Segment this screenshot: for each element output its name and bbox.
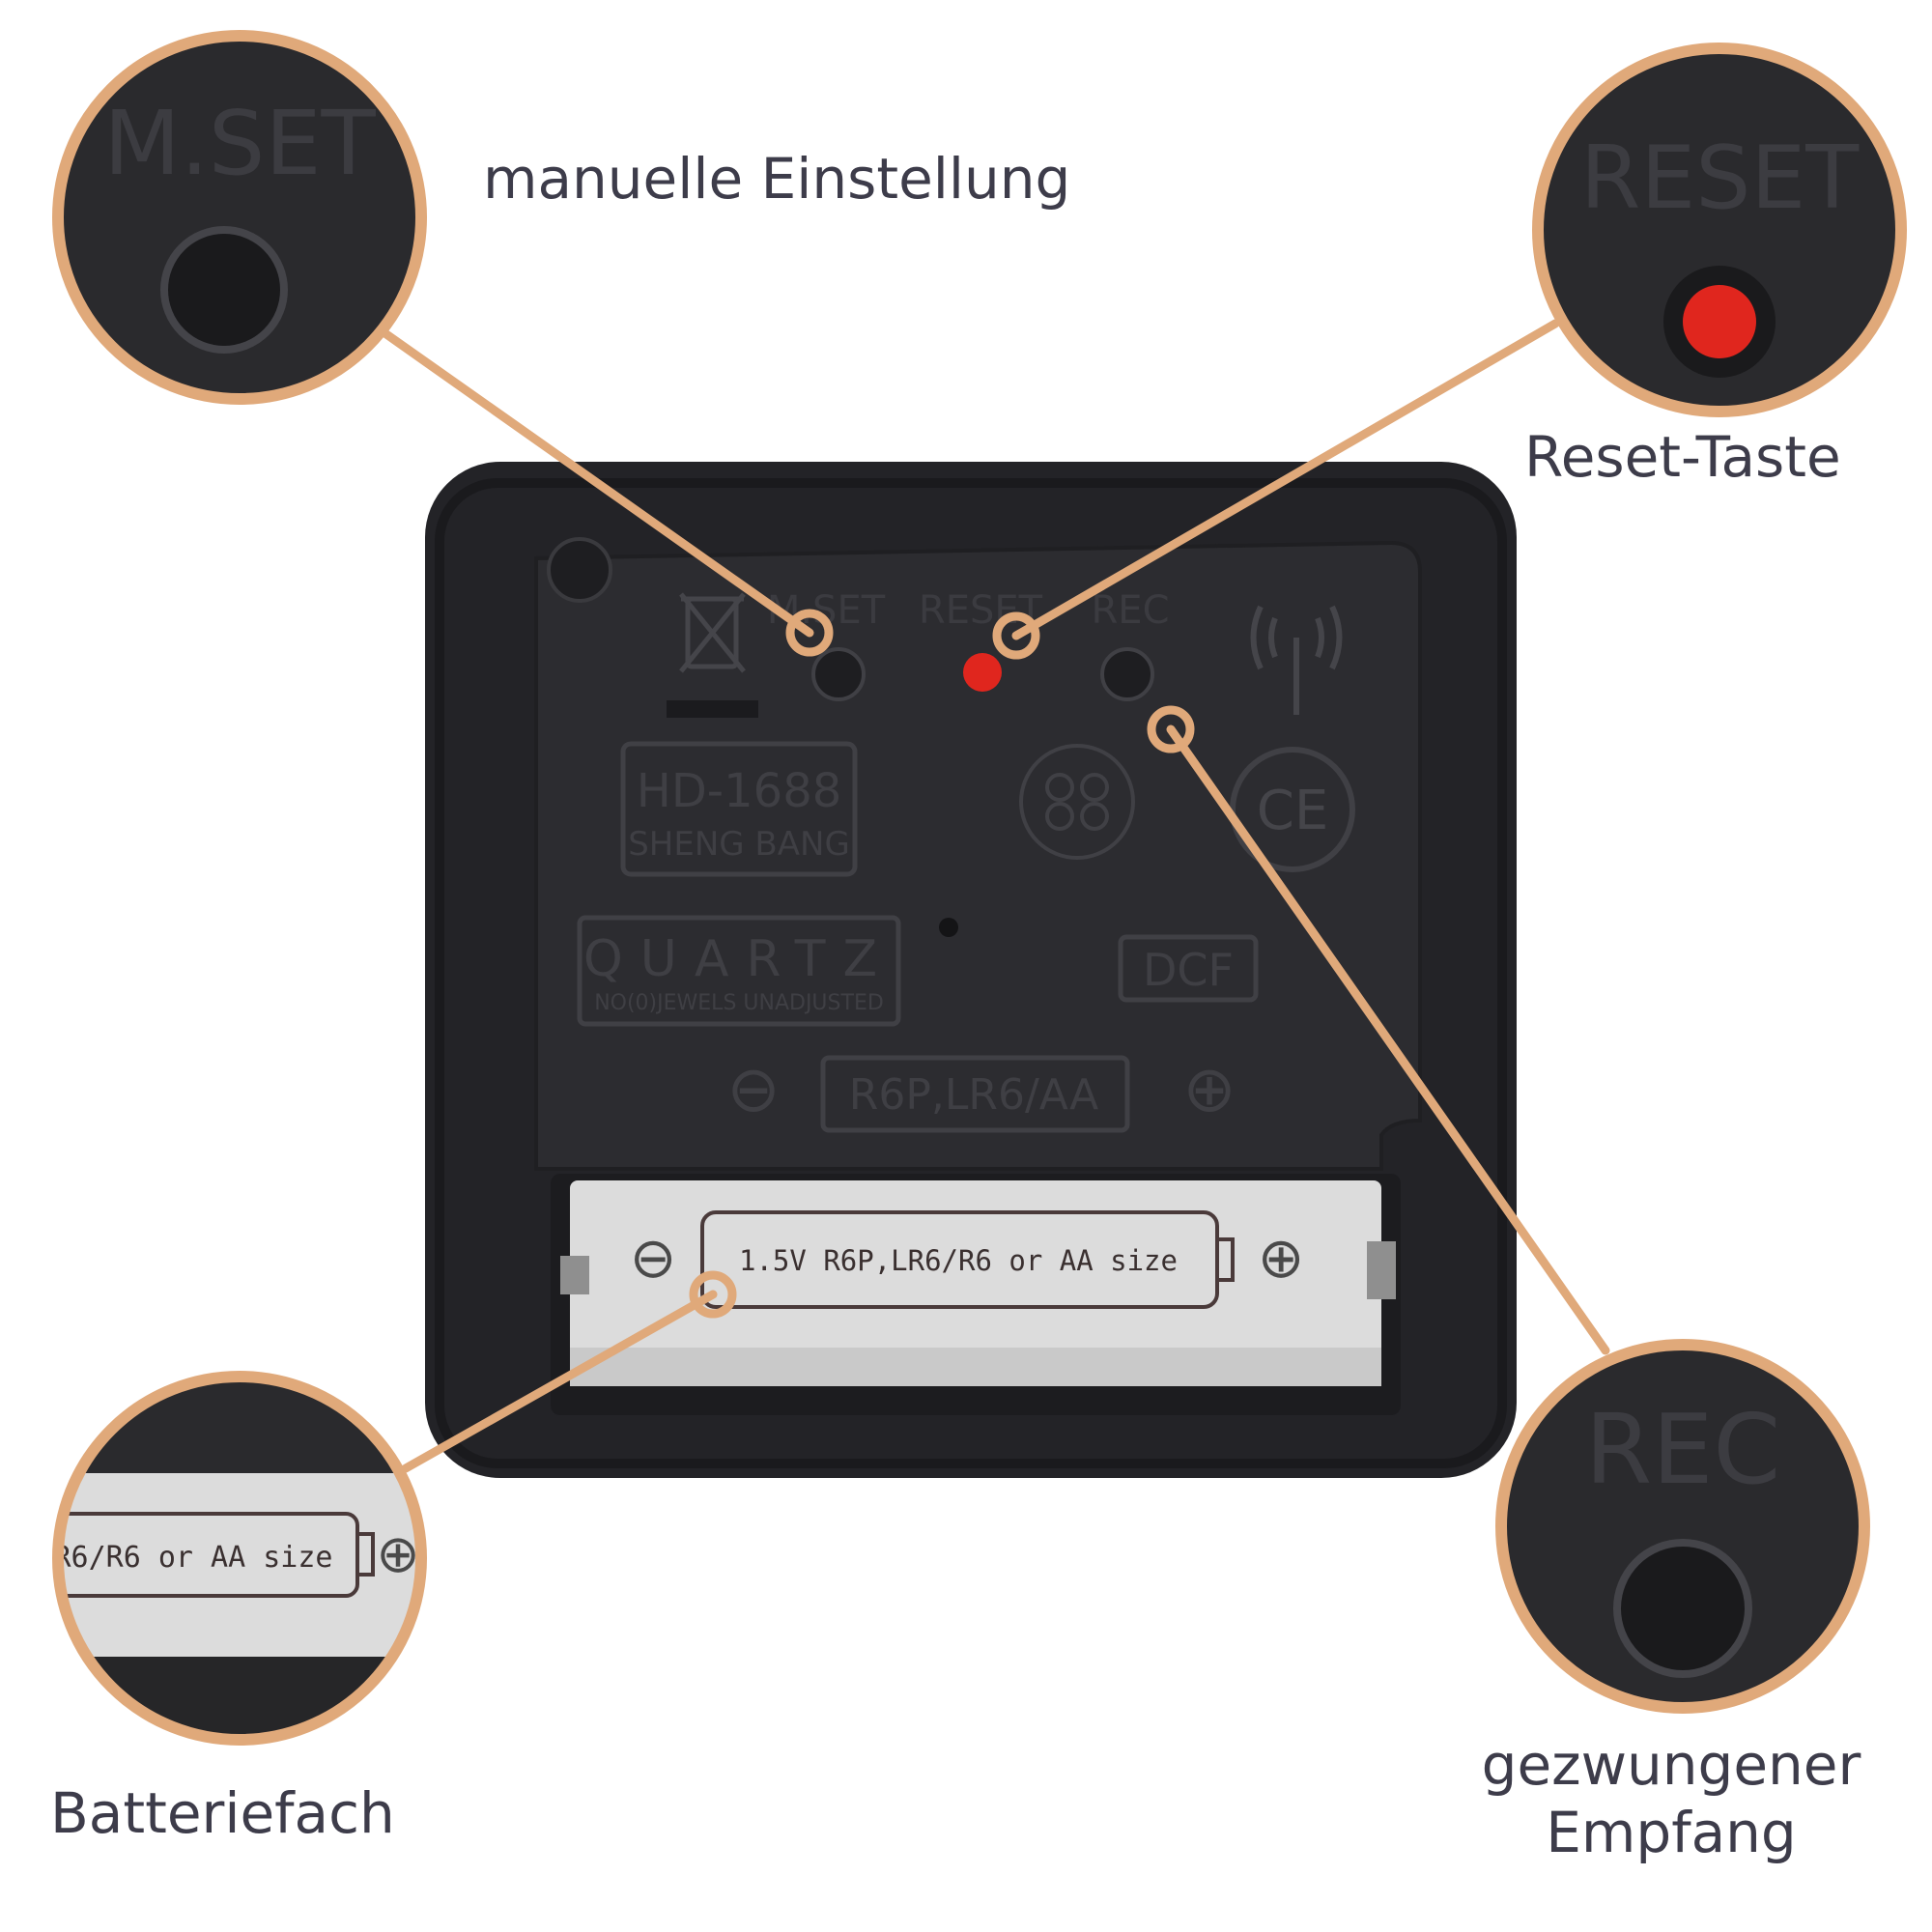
mset-marker [785, 609, 834, 657]
mset-button[interactable] [811, 647, 866, 701]
battery-minus-icon: ⊖ [726, 1052, 780, 1126]
mset-zoom-label: M.SET [103, 92, 376, 195]
movement-plate [534, 540, 1422, 1171]
reset-callout-label: Reset-Taste [1524, 424, 1841, 490]
battery-compartment: ⊖ 1.5V R6P,LR6/R6 or AA size ⊕ [551, 1174, 1401, 1415]
movement-rim [435, 478, 1507, 1468]
model-block [620, 741, 858, 877]
battery-marker [689, 1270, 737, 1319]
model-number: HD-1688 [637, 764, 842, 818]
antenna-icon [1250, 605, 1343, 715]
reset-button-label: RESET [919, 588, 1043, 633]
rec-connector [1166, 724, 1610, 1355]
battery-zoom: R6/R6 or AA size ⊕ [52, 1371, 427, 1746]
mset-zoom-button [160, 226, 288, 354]
rec-marker [1147, 705, 1195, 753]
reset-connector [1011, 319, 1560, 640]
mount-hole [547, 537, 612, 603]
trash-bin-icon [667, 592, 758, 718]
hand-shaft-hole [939, 918, 958, 937]
rec-zoom-button [1613, 1539, 1752, 1678]
dcf-block [1118, 934, 1259, 1003]
quality-seal-icon [1019, 744, 1135, 860]
reset-marker [992, 611, 1040, 660]
ce-mark-icon: CE [1230, 747, 1355, 872]
mset-connector [382, 329, 814, 638]
battery-zoom-label: R6/R6 or AA size [54, 1541, 333, 1575]
rec-zoom-label: REC [1585, 1393, 1781, 1506]
svg-text:⊕: ⊕ [1258, 1225, 1305, 1291]
battery-plus-icon: ⊕ [1182, 1052, 1236, 1126]
rec-callout-label-line1: gezwungener [1481, 1732, 1861, 1798]
callout-lines [382, 319, 1610, 1473]
battery-emboss-frame [820, 1055, 1130, 1133]
quartz-block [577, 915, 901, 1027]
quartz-label: QUARTZ [583, 930, 895, 988]
svg-text:CE: CE [1257, 780, 1328, 842]
rec-zoom: REC [1495, 1339, 1870, 1714]
clock-movement: M.SET RESET REC HD-1688 SHENG BANG [425, 462, 1517, 1478]
quartz-subline: NO(0)JEWELS UNADJUSTED [594, 991, 884, 1015]
rec-callout-label-line2: Empfang [1546, 1800, 1797, 1865]
battery-emboss-label: R6P,LR6/AA [849, 1070, 1098, 1120]
dcf-label: DCF [1143, 944, 1234, 996]
manufacturer-name: SHENG BANG [628, 825, 850, 864]
battery-connector [401, 1290, 718, 1473]
mset-callout-label: manuelle Einstellung [483, 146, 1071, 212]
callout-dots [689, 609, 1195, 1319]
reset-button[interactable] [963, 653, 1002, 692]
rec-button[interactable] [1100, 647, 1154, 701]
reset-zoom: RESET [1532, 43, 1907, 417]
reset-zoom-label: RESET [1580, 128, 1860, 229]
mset-zoom: M.SET [52, 30, 427, 405]
battery-label: 1.5V R6P,LR6/R6 or AA size [739, 1244, 1178, 1277]
svg-text:⊖: ⊖ [630, 1225, 677, 1291]
battery-callout-label: Batteriefach [50, 1780, 395, 1846]
rec-button-label: REC [1092, 588, 1170, 633]
svg-text:⊕: ⊕ [376, 1523, 419, 1584]
